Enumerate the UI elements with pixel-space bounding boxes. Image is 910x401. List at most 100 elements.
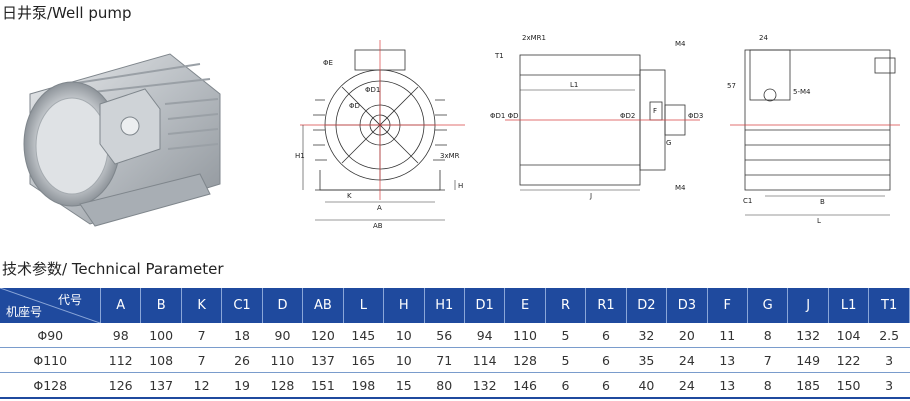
value-cell: 35 bbox=[626, 347, 667, 373]
label-phi-e: ΦE bbox=[323, 59, 333, 67]
model-cell: Φ128 bbox=[0, 372, 101, 399]
value-cell: 122 bbox=[828, 347, 869, 373]
column-header: D1 bbox=[464, 288, 506, 323]
value-cell: 145 bbox=[343, 323, 384, 348]
column-header: L bbox=[343, 288, 385, 323]
value-cell: 150 bbox=[828, 372, 869, 399]
value-cell: 18 bbox=[221, 323, 263, 348]
label-k: K bbox=[347, 192, 352, 200]
column-header: K bbox=[181, 288, 223, 323]
column-header: AB bbox=[302, 288, 344, 323]
corner-code-label: 代号 bbox=[57, 293, 82, 307]
value-cell: 98 bbox=[100, 323, 141, 348]
label-j: J bbox=[589, 192, 592, 200]
value-cell: 24 bbox=[666, 372, 708, 399]
label-phi-d1-d: ΦD1 ΦD bbox=[490, 112, 518, 120]
value-cell: 128 bbox=[262, 372, 303, 399]
label-c1: C1 bbox=[743, 197, 752, 205]
label-2xmr1: 2xMR1 bbox=[522, 34, 546, 42]
label-h1: H1 bbox=[295, 152, 305, 160]
front-view-drawing: ΦE ΦD1 ΦD H1 3xMR H K A AB bbox=[295, 30, 470, 230]
value-cell: 112 bbox=[100, 347, 141, 373]
label-g: G bbox=[666, 139, 671, 147]
value-cell: 8 bbox=[747, 372, 788, 399]
side-view-drawing: 2xMR1 M4 T1 L1 ΦD1 ΦD F ΦD2 ΦD3 G J M4 bbox=[490, 30, 705, 200]
value-cell: 151 bbox=[302, 372, 344, 399]
end-view-drawing: 24 57 5-M4 C1 B L bbox=[725, 30, 905, 225]
label-phi-d1: ΦD1 bbox=[365, 86, 380, 94]
column-header: B bbox=[140, 288, 182, 323]
value-cell: 128 bbox=[504, 347, 546, 373]
value-cell: 24 bbox=[666, 347, 708, 373]
table-corner-cell: 代号 机座号 bbox=[0, 288, 101, 323]
label-l: L bbox=[817, 217, 821, 225]
value-cell: 20 bbox=[666, 323, 708, 348]
value-cell: 15 bbox=[383, 372, 424, 399]
label-3xmr: 3xMR bbox=[440, 152, 460, 160]
product-photo bbox=[0, 34, 240, 230]
value-cell: 6 bbox=[585, 347, 627, 373]
column-header: H bbox=[383, 288, 425, 323]
label-m4-top: M4 bbox=[675, 40, 686, 48]
label-l1: L1 bbox=[570, 81, 578, 89]
column-header: G bbox=[747, 288, 789, 323]
label-ab: AB bbox=[373, 222, 383, 230]
column-header: D3 bbox=[666, 288, 708, 323]
value-cell: 132 bbox=[787, 323, 829, 348]
value-cell: 110 bbox=[262, 347, 303, 373]
label-phi-d3: ΦD3 bbox=[688, 112, 703, 120]
value-cell: 19 bbox=[221, 372, 263, 399]
label-phi-d: ΦD bbox=[349, 102, 360, 110]
value-cell: 132 bbox=[464, 372, 505, 399]
model-cell: Φ110 bbox=[0, 347, 101, 373]
value-cell: 7 bbox=[181, 323, 222, 348]
value-cell: 2.5 bbox=[868, 323, 910, 348]
value-cell: 5 bbox=[545, 347, 586, 373]
value-cell: 10 bbox=[383, 323, 424, 348]
value-cell: 90 bbox=[262, 323, 303, 348]
value-cell: 165 bbox=[343, 347, 384, 373]
column-header: L1 bbox=[828, 288, 870, 323]
column-header: J bbox=[787, 288, 829, 323]
value-cell: 100 bbox=[140, 323, 182, 348]
value-cell: 26 bbox=[221, 347, 263, 373]
value-cell: 7 bbox=[181, 347, 222, 373]
value-cell: 6 bbox=[585, 323, 627, 348]
value-cell: 94 bbox=[464, 323, 505, 348]
value-cell: 3 bbox=[868, 372, 910, 399]
column-header: A bbox=[100, 288, 142, 323]
column-header: R bbox=[545, 288, 587, 323]
column-header: F bbox=[707, 288, 749, 323]
model-cell: Φ90 bbox=[0, 323, 101, 348]
value-cell: 8 bbox=[747, 323, 788, 348]
column-header: D2 bbox=[626, 288, 668, 323]
value-cell: 12 bbox=[181, 372, 222, 399]
column-header: D bbox=[262, 288, 304, 323]
value-cell: 13 bbox=[707, 347, 748, 373]
label-57: 57 bbox=[727, 82, 736, 90]
column-header: E bbox=[504, 288, 546, 323]
corner-model-label: 机座号 bbox=[6, 305, 43, 319]
column-header: R1 bbox=[585, 288, 627, 323]
label-a: A bbox=[377, 204, 382, 212]
value-cell: 185 bbox=[787, 372, 829, 399]
value-cell: 149 bbox=[787, 347, 829, 373]
value-cell: 104 bbox=[828, 323, 869, 348]
value-cell: 120 bbox=[302, 323, 344, 348]
value-cell: 10 bbox=[383, 347, 424, 373]
value-cell: 137 bbox=[140, 372, 182, 399]
section-subtitle: 技术参数/ Technical Parameter bbox=[2, 260, 224, 278]
label-5-m4: 5-M4 bbox=[793, 88, 811, 96]
page-title: 日井泵/Well pump bbox=[2, 4, 132, 22]
value-cell: 7 bbox=[747, 347, 788, 373]
label-t1: T1 bbox=[494, 52, 504, 60]
column-header: C1 bbox=[221, 288, 263, 323]
value-cell: 110 bbox=[504, 323, 546, 348]
value-cell: 146 bbox=[504, 372, 546, 399]
value-cell: 32 bbox=[626, 323, 667, 348]
